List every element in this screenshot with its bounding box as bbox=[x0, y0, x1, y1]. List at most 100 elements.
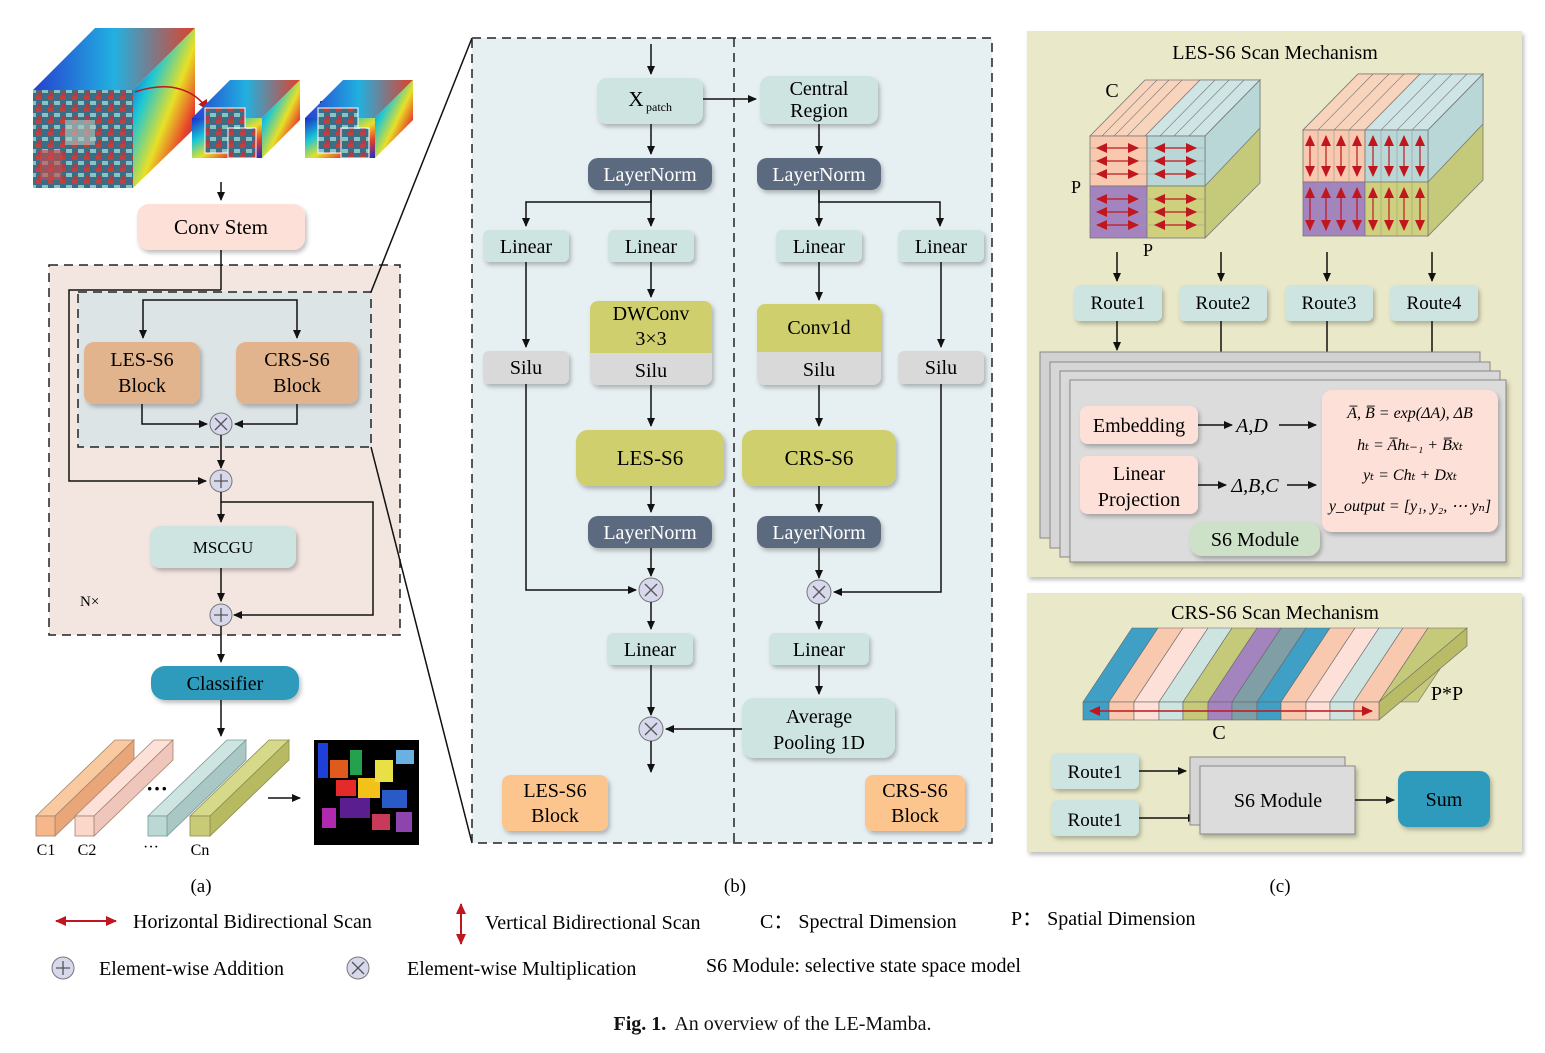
dwconv-line2: 3×3 bbox=[635, 328, 666, 350]
crs-s6-block-label-box bbox=[865, 775, 965, 831]
crs-route-label-2: Route1 bbox=[1068, 810, 1123, 831]
route-box-2 bbox=[1179, 285, 1267, 321]
crs-block-b-line2: Block bbox=[891, 805, 939, 827]
route-label-1: Route1 bbox=[1091, 293, 1146, 314]
xpatch-box bbox=[597, 78, 703, 124]
linear-box bbox=[483, 230, 569, 262]
les-block-a-line2: Block bbox=[118, 375, 166, 397]
linear-label: Linear bbox=[793, 236, 846, 258]
repeat-label: N× bbox=[80, 594, 99, 610]
crs-s6-module-box bbox=[1199, 765, 1356, 835]
mscgu-label: MSCGU bbox=[193, 538, 253, 557]
layernorm-label: LayerNorm bbox=[603, 164, 697, 186]
crs-block-a-line1: CRS-S6 bbox=[264, 349, 330, 371]
linear-box bbox=[898, 230, 984, 262]
classifier-label: Classifier bbox=[187, 673, 264, 695]
hsi-cube bbox=[33, 28, 195, 188]
figure-caption-text: An overview of the LE-Mamba. bbox=[674, 1013, 932, 1035]
crs-scan-title: CRS-S6 Scan Mechanism bbox=[1171, 602, 1379, 624]
xpatch-label: X bbox=[628, 87, 643, 111]
crs-route-box-2 bbox=[1051, 800, 1139, 836]
channel-c-label-crs: C bbox=[1212, 722, 1225, 744]
classification-map bbox=[314, 740, 419, 845]
panel-b-label: (b) bbox=[724, 876, 746, 897]
legend-multiplication: Element-wise Multiplication bbox=[407, 958, 636, 980]
conv-stem-box bbox=[137, 204, 305, 250]
class-bar-cn bbox=[189, 739, 290, 837]
figure-caption: Fig. 1. An overview of the LE-Mamba. bbox=[0, 1013, 1545, 1036]
equation-4: y_output = [y₁, y₂, ⋯ yₙ] bbox=[1327, 498, 1491, 515]
panel-a: ··· Conv Stem LES-S6 Block CRS-S6 Block bbox=[33, 28, 419, 897]
conv1d-label: Conv1d bbox=[787, 317, 850, 339]
layernorm-label: LayerNorm bbox=[603, 522, 697, 544]
les-s6-block-label-box bbox=[502, 775, 608, 831]
silu-box bbox=[898, 351, 984, 384]
class-label-c2: C2 bbox=[78, 842, 97, 859]
avg-pool-box bbox=[742, 698, 895, 758]
dwconv-silu-box bbox=[590, 301, 712, 385]
layernorm-box-les-1 bbox=[588, 158, 712, 190]
linear-label: Linear bbox=[625, 236, 678, 258]
multiply-icon bbox=[806, 579, 832, 605]
dwconv-line1: DWConv bbox=[613, 303, 690, 325]
multiply-icon bbox=[209, 412, 233, 436]
xpatch-subscript: patch bbox=[646, 100, 672, 114]
les-cube-vertical bbox=[1302, 73, 1484, 237]
route-box-1 bbox=[1074, 285, 1162, 321]
class-ellipsis-top: ··· bbox=[146, 776, 168, 801]
multiply-icon bbox=[638, 577, 664, 603]
class-bar-c2 bbox=[74, 739, 174, 837]
patch-cubes-1 bbox=[192, 80, 300, 159]
linear-projection-line1: Linear bbox=[1113, 463, 1166, 485]
dbc-label: Δ,B,C bbox=[1230, 475, 1279, 497]
crs-slab bbox=[1082, 627, 1468, 721]
crs-block-b-line1: CRS-S6 bbox=[882, 780, 948, 802]
sum-box bbox=[1398, 771, 1490, 827]
les-block-a-line1: LES-S6 bbox=[110, 349, 173, 371]
linear-box bbox=[608, 230, 694, 262]
les-block-b-line2: Block bbox=[531, 805, 579, 827]
legend-addition: Element-wise Addition bbox=[99, 958, 284, 980]
legend-spectral: C： Spectral Dimension bbox=[760, 911, 957, 933]
layernorm-box-crs-1 bbox=[757, 158, 881, 190]
embedding-box bbox=[1080, 406, 1198, 444]
route-label-3: Route3 bbox=[1302, 293, 1357, 314]
sum-label: Sum bbox=[1426, 789, 1463, 811]
silu-box bbox=[483, 351, 569, 384]
patch-extract-arrow bbox=[134, 86, 209, 111]
panel-a-label: (a) bbox=[190, 876, 211, 897]
s6-module-label: S6 Module bbox=[1211, 529, 1299, 551]
patch-cubes-2 bbox=[305, 80, 413, 159]
add-icon bbox=[209, 469, 233, 493]
linear-projection-line2: Projection bbox=[1098, 489, 1180, 511]
les-scan-title: LES-S6 Scan Mechanism bbox=[1172, 42, 1378, 64]
class-label-c1: C1 bbox=[37, 842, 56, 859]
route-label-4: Route4 bbox=[1407, 293, 1462, 314]
class-label-ellipsis: ··· bbox=[143, 839, 159, 856]
figure-number: Fig. 1. bbox=[613, 1013, 667, 1035]
s6-module-badge bbox=[1190, 522, 1320, 556]
central-region-line2: Region bbox=[790, 100, 848, 122]
spatial-p-label: P bbox=[1071, 177, 1081, 197]
mscgu-box bbox=[150, 526, 296, 568]
les-s6-label: LES-S6 bbox=[617, 446, 684, 470]
linear-label: Linear bbox=[500, 236, 553, 258]
layernorm-label: LayerNorm bbox=[772, 522, 866, 544]
crs-block-a-line2: Block bbox=[273, 375, 321, 397]
silu-label: Silu bbox=[510, 357, 542, 379]
route-box-4 bbox=[1390, 285, 1478, 321]
crs-route-box-1 bbox=[1051, 753, 1139, 789]
avg-pool-line2: Pooling 1D bbox=[773, 732, 865, 754]
panel-b-frame bbox=[471, 37, 993, 844]
layernorm-box-les-2 bbox=[588, 516, 712, 548]
silu-label: Silu bbox=[925, 357, 957, 379]
linear-box bbox=[769, 633, 869, 665]
les-block-b-line1: LES-S6 bbox=[523, 780, 586, 802]
les-cube-horizontal bbox=[1089, 79, 1261, 239]
embedding-label: Embedding bbox=[1093, 415, 1185, 437]
central-region-line1: Central bbox=[790, 78, 849, 100]
central-region-box bbox=[760, 76, 878, 124]
legend-horizontal: Horizontal Bidirectional Scan bbox=[133, 911, 372, 933]
zoom-line-top bbox=[370, 37, 473, 293]
